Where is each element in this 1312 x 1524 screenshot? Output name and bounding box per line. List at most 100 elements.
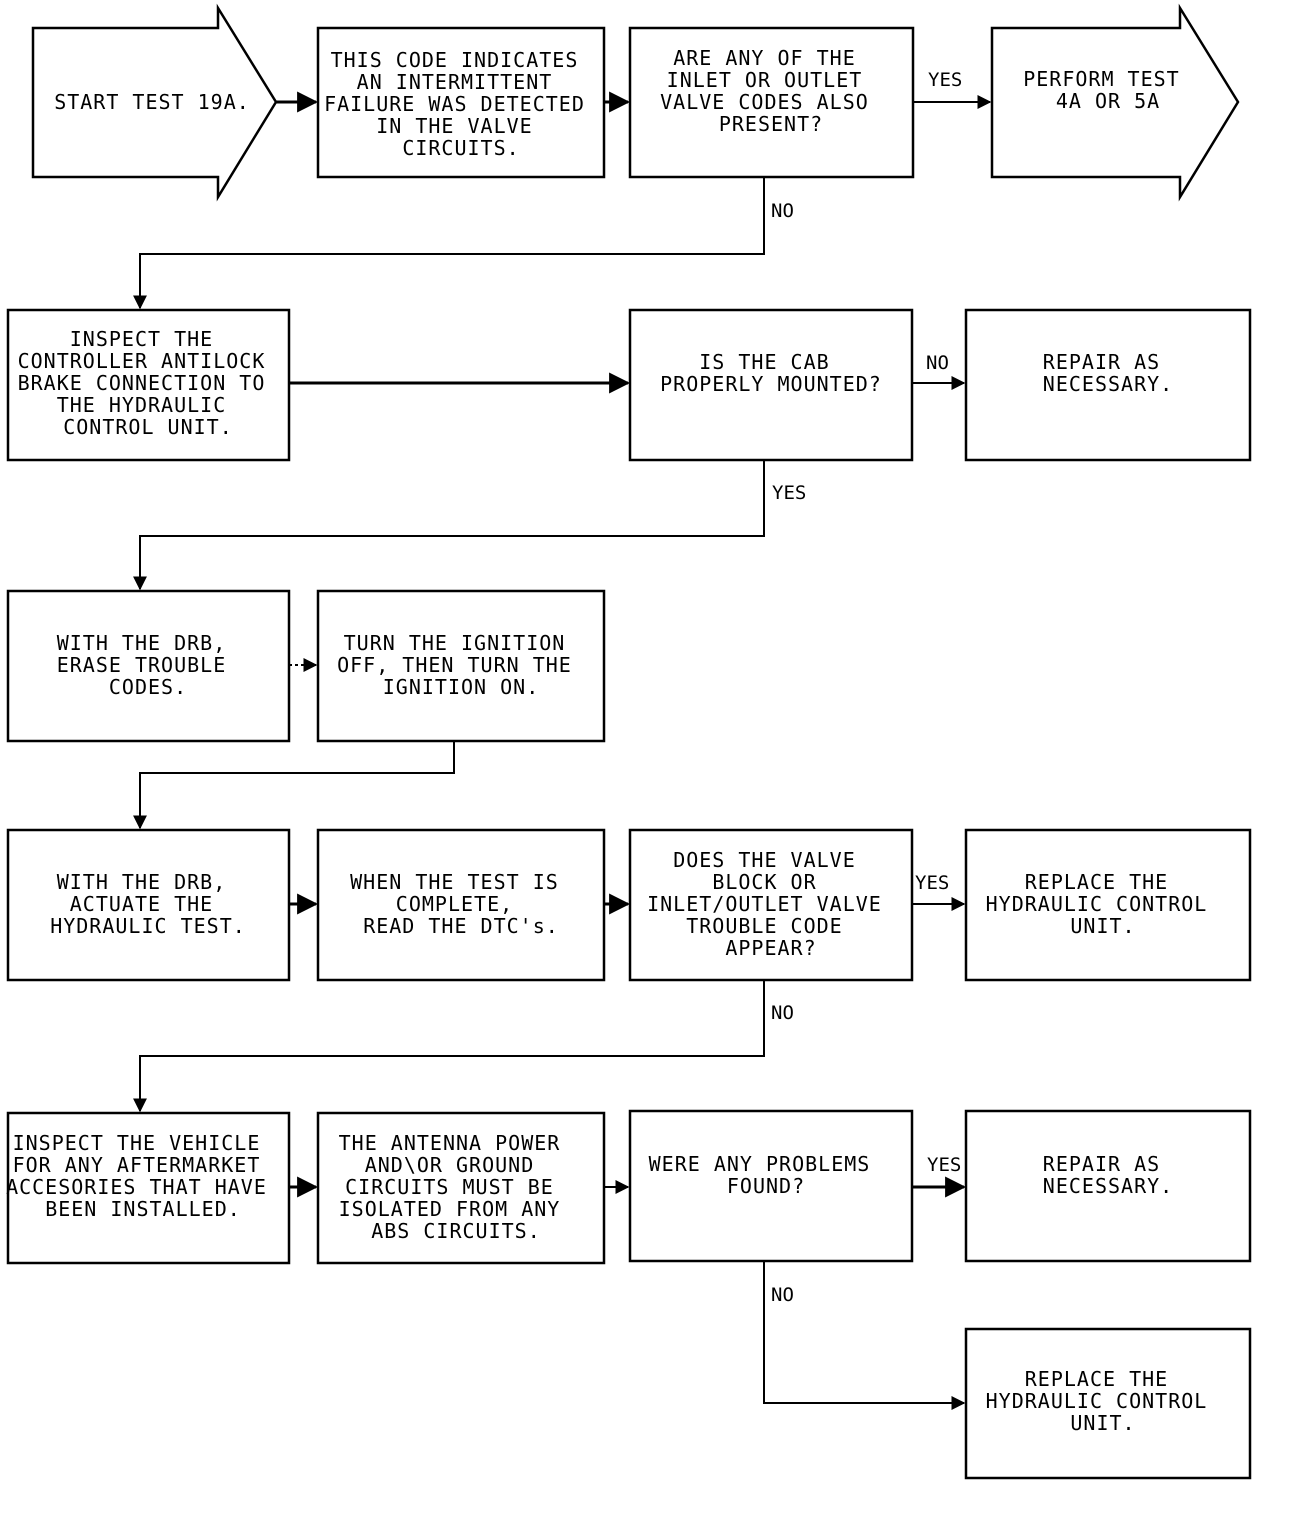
- edge-no-replace2: [763, 1261, 966, 1410]
- q-inlet-outlet-line: VALVE CODES ALSO: [660, 90, 869, 114]
- yes-label: YES: [915, 872, 949, 894]
- svg-text:THIS CODE INDICATES AN I: THIS CODE INDICATES AN INTERMITTENT FAIL…: [324, 48, 598, 160]
- q-valve-block-line: DOES THE VALVE: [673, 848, 856, 872]
- repair2-node-shape: [964, 1109, 1252, 1263]
- svg-text:DOES THE VALVE BLOCK OR: DOES THE VALVE BLOCK OR INLET/OUTLET VAL…: [647, 848, 895, 960]
- inspect-controller-node: INSPECT THE CONTROLLER ANTILOCK BRAKE CO…: [18, 327, 266, 439]
- antenna-line: CIRCUITS MUST BE: [345, 1175, 554, 1199]
- read-dtc-line: WHEN THE TEST IS: [350, 870, 559, 894]
- svg-text:WITH THE DRB, ERASE TROU: WITH THE DRB, ERASE TROUBLE CODES.: [57, 631, 240, 699]
- inspect-vehicle-line: INSPECT THE VEHICLE: [13, 1131, 261, 1155]
- no-label: NO: [771, 1284, 794, 1306]
- q-problems-node-shape: [628, 1109, 914, 1263]
- svg-text:PERFORM TEST 4A OR 5A: PERFORM TEST 4A OR 5A: [1023, 67, 1193, 113]
- indicates-line: FAILURE WAS DETECTED: [324, 92, 585, 116]
- repair2-line: NECESSARY.: [1043, 1174, 1173, 1198]
- no-label: NO: [771, 200, 794, 222]
- ignition-line: IGNITION ON.: [383, 675, 540, 699]
- ignition-line: TURN THE IGNITION: [344, 631, 566, 655]
- q-cab-line: IS THE CAB: [699, 350, 829, 374]
- antenna-line: ABS CIRCUITS.: [371, 1219, 541, 1243]
- actuate-line: HYDRAULIC TEST.: [50, 914, 246, 938]
- perform-line: PERFORM TEST: [1023, 67, 1180, 91]
- inspect-vehicle-line: ACCESORIES THAT HAVE: [6, 1175, 267, 1199]
- antenna-line: ISOLATED FROM ANY: [339, 1197, 561, 1221]
- replace2-node-shape: [964, 1327, 1252, 1480]
- edge-yes-erase: [133, 460, 765, 591]
- q-problems-line: WERE ANY PROBLEMS: [649, 1152, 871, 1176]
- q-cab-node-shape: [628, 308, 914, 462]
- actuate-node: WITH THE DRB, ACTUATE THE HYDRAULIC TEST…: [50, 870, 246, 938]
- q-valve-block-node-shape: [628, 828, 914, 982]
- replace1-line: REPLACE THE: [1025, 870, 1168, 894]
- repair1-node: REPAIR AS NECESSARY.: [1043, 350, 1172, 396]
- indicates-line: IN THE VALVE: [376, 114, 533, 138]
- inspect-controller-line: BRAKE CONNECTION TO: [18, 371, 266, 395]
- svg-text:REPLACE THE HYDRAULIC CO: REPLACE THE HYDRAULIC CONTROL UNIT.: [986, 1367, 1221, 1435]
- no-label: NO: [926, 352, 949, 374]
- start-node: START TEST 19A.: [54, 90, 250, 114]
- inspect-vehicle-node-shape: [6, 1111, 291, 1265]
- q-valve-block-line: INLET/OUTLET VALVE: [647, 892, 882, 916]
- q-problems-line: FOUND?: [727, 1174, 805, 1198]
- q-valve-block-line: BLOCK OR: [712, 870, 816, 894]
- yes-label: YES: [927, 1154, 961, 1176]
- indicates-node-shape: [316, 26, 606, 179]
- inspect-vehicle-line: FOR ANY AFTERMARKET: [13, 1153, 261, 1177]
- q-cab-node: IS THE CAB PROPERLY MOUNTED?: [660, 350, 882, 396]
- replace1-line: HYDRAULIC CONTROL: [986, 892, 1208, 916]
- actuate-line: WITH THE DRB,: [57, 870, 227, 894]
- svg-text:ARE ANY OF THE INLET OR: ARE ANY OF THE INLET OR OUTLET VALVE COD…: [660, 46, 882, 136]
- indicates-node: THIS CODE INDICATES AN INTERMITTENT FAIL…: [324, 48, 598, 160]
- start-node-shape: [31, 3, 278, 202]
- inspect-controller-node-shape: [6, 308, 291, 462]
- q-inlet-outlet-line: ARE ANY OF THE: [673, 46, 856, 70]
- replace2-node: REPLACE THE HYDRAULIC CONTROL UNIT.: [986, 1367, 1221, 1435]
- repair1-node-shape: [964, 308, 1252, 462]
- q-cab-line: PROPERLY MOUNTED?: [660, 372, 882, 396]
- inspect-vehicle-line: BEEN INSTALLED.: [45, 1197, 241, 1221]
- repair1-line: REPAIR AS: [1043, 350, 1160, 374]
- inspect-controller-line: CONTROLLER ANTILOCK: [18, 349, 266, 373]
- yes-label: YES: [928, 69, 962, 91]
- antenna-line: THE ANTENNA POWER: [339, 1131, 561, 1155]
- q-inlet-outlet-node: ARE ANY OF THE INLET OR OUTLET VALVE COD…: [660, 46, 882, 136]
- read-dtc-node-shape: [316, 828, 606, 982]
- ignition-line: OFF, THEN TURN THE: [337, 653, 572, 677]
- svg-text:REPAIR AS NECESSARY.: REPAIR AS NECESSARY.: [1043, 1152, 1173, 1198]
- ignition-node: TURN THE IGNITION OFF, THEN TURN THE IGN…: [337, 631, 585, 699]
- svg-text:WITH THE DRB, ACTUATE TH: WITH THE DRB, ACTUATE THE HYDRAULIC TEST…: [50, 870, 246, 938]
- q-inlet-outlet-line: PRESENT?: [719, 112, 823, 136]
- indicates-line: CIRCUITS.: [402, 136, 519, 160]
- actuate-line: ACTUATE THE: [70, 892, 213, 916]
- svg-text:INSPECT THE VEHICLE FOR: INSPECT THE VEHICLE FOR ANY AFTERMARKET …: [6, 1131, 280, 1221]
- indicates-line: THIS CODE INDICATES: [331, 48, 579, 72]
- edge-no-inspect-controller: [133, 177, 765, 310]
- inspect-controller-line: INSPECT THE: [70, 327, 213, 351]
- svg-text:IS THE CAB PROPERLY MOUN: IS THE CAB PROPERLY MOUNTED?: [660, 350, 882, 396]
- erase-line: CODES.: [109, 675, 187, 699]
- svg-text:TURN THE IGNITION OFF, T: TURN THE IGNITION OFF, THEN TURN THE IGN…: [337, 631, 585, 699]
- start-line: START TEST 19A.: [54, 90, 250, 114]
- antenna-node: THE ANTENNA POWER AND\OR GROUND CIRCUITS…: [339, 1131, 561, 1243]
- replace2-line: HYDRAULIC CONTROL: [986, 1389, 1208, 1413]
- erase-node: WITH THE DRB, ERASE TROUBLE CODES.: [57, 631, 240, 699]
- replace1-node: REPLACE THE HYDRAULIC CONTROL UNIT.: [986, 870, 1221, 938]
- svg-text:REPLACE THE HYDRAULIC CO: REPLACE THE HYDRAULIC CONTROL UNIT.: [986, 870, 1221, 938]
- antenna-line: AND\OR GROUND: [365, 1153, 535, 1177]
- ignition-node-shape: [316, 589, 606, 743]
- replace1-node-shape: [964, 828, 1252, 982]
- no-label: NO: [771, 1002, 794, 1024]
- inspect-controller-line: CONTROL UNIT.: [63, 415, 233, 439]
- repair2-line: REPAIR AS: [1043, 1152, 1160, 1176]
- svg-text:WERE ANY PROBLEMS FOUND?: WERE ANY PROBLEMS FOUND?: [649, 1152, 884, 1198]
- svg-text:START TEST 19A.: START TEST 19A.: [54, 90, 250, 114]
- indicates-line: AN INTERMITTENT: [357, 70, 553, 94]
- replace1-line: UNIT.: [1070, 914, 1135, 938]
- inspect-controller-line: THE HYDRAULIC: [57, 393, 227, 417]
- q-valve-block-line: APPEAR?: [725, 936, 816, 960]
- inspect-vehicle-node: INSPECT THE VEHICLE FOR ANY AFTERMARKET …: [6, 1131, 280, 1221]
- erase-line: WITH THE DRB,: [57, 631, 227, 655]
- perform-node: PERFORM TEST 4A OR 5A: [1023, 67, 1193, 113]
